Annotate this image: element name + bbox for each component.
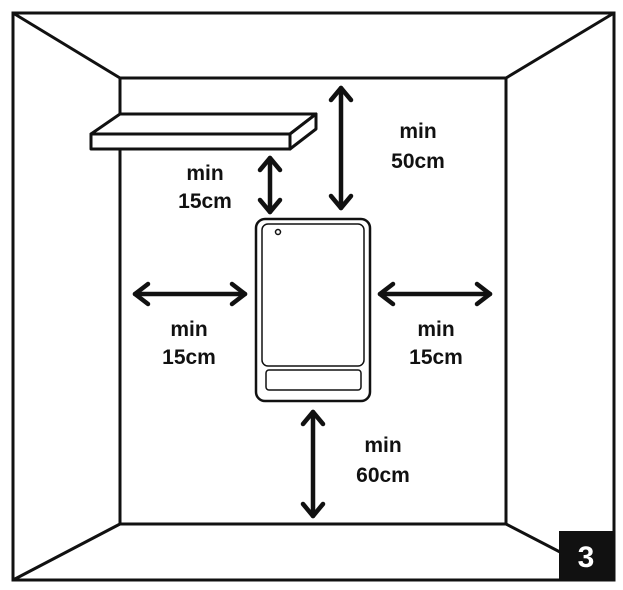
label-shelf-min: min	[186, 162, 223, 185]
heater	[254, 217, 372, 403]
label-bottom-min: min	[364, 434, 401, 457]
arrow-left-clearance	[132, 281, 248, 307]
shelf	[89, 112, 318, 151]
arrow-shelf-clearance	[257, 155, 283, 215]
label-left-min: min	[170, 318, 207, 341]
label-right-min: min	[417, 318, 454, 341]
room-outer-frame	[11, 11, 616, 582]
heater-bottom-slot	[265, 369, 362, 391]
label-right-value: 15cm	[409, 346, 463, 369]
arrow-bottom-clearance	[300, 409, 326, 519]
room-back-wall	[118, 76, 508, 526]
arrow-right-clearance	[377, 281, 493, 307]
step-badge: 3	[559, 531, 614, 580]
label-shelf-value: 15cm	[178, 190, 232, 213]
heater-indicator-light	[274, 228, 282, 236]
label-bottom-value: 60cm	[356, 464, 410, 487]
step-number: 3	[578, 541, 595, 574]
heater-front-panel	[261, 223, 365, 367]
label-top-value: 50cm	[391, 150, 445, 173]
label-top-min: min	[399, 120, 436, 143]
arrow-top-clearance	[328, 85, 354, 211]
label-left-value: 15cm	[162, 346, 216, 369]
